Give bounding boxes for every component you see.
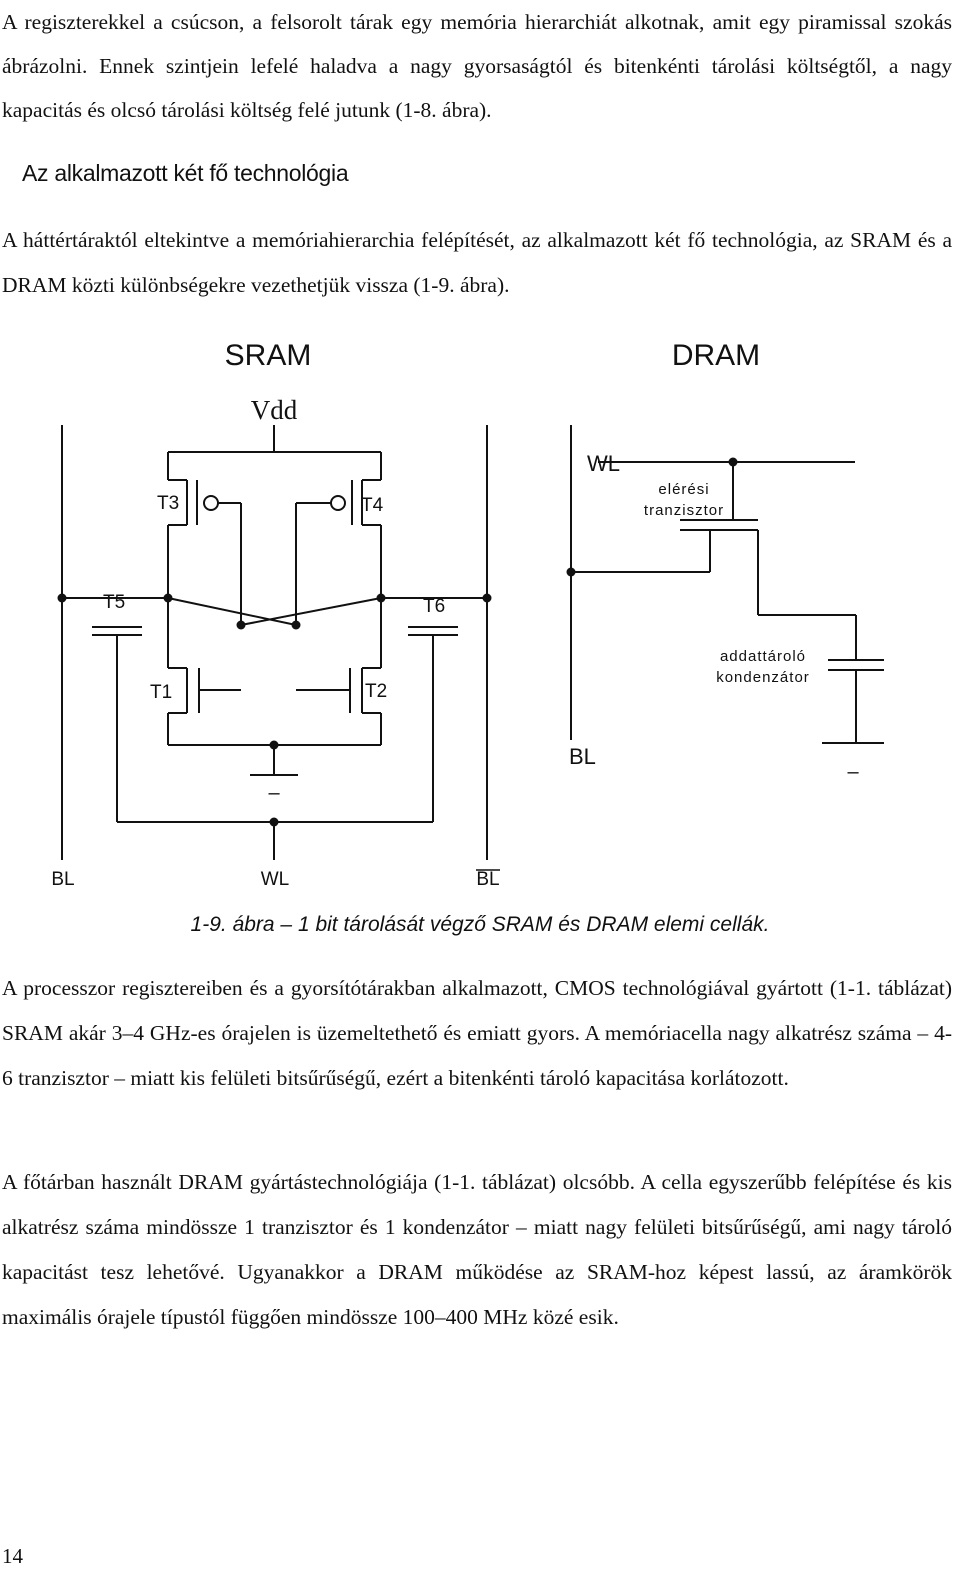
capacitor-label-2: kondenzátor: [716, 669, 810, 686]
t1-label: T1: [150, 682, 172, 703]
dram-wl-label: WL: [587, 451, 620, 476]
sram-dram-cell-figure: SRAM DRAM Vdd T3 T4 T5 T6 T1 T2 – BL WL …: [51, 339, 884, 890]
figure-caption: 1-9. ábra – 1 bit tárolását végző SRAM é…: [190, 913, 770, 936]
sram-bl-right-label: BL: [476, 869, 499, 890]
t6-label: T6: [423, 596, 445, 617]
t4-label: T4: [361, 495, 384, 516]
dram-junction-dots: [566, 457, 738, 577]
t3-label: T3: [157, 493, 179, 514]
capacitor-label-1: addattároló: [720, 648, 806, 665]
dram-bl-label: BL: [569, 744, 596, 769]
dram-paragraph: A főtárban használt DRAM gyártástechnoló…: [2, 1170, 952, 1329]
access-transistor-label-1: elérési: [658, 481, 709, 498]
sram-wl-label: WL: [261, 869, 290, 890]
sram-paragraph: A processzor regisztereiben és a gyorsít…: [2, 976, 952, 1090]
sram-title: SRAM: [225, 339, 312, 372]
section-heading: Az alkalmazott két fő technológia: [22, 160, 349, 186]
sram-junction-dots: [57, 593, 492, 827]
sram-ground-minus: –: [268, 782, 280, 804]
dram-ground-minus: –: [847, 761, 859, 783]
t2-label: T2: [365, 681, 387, 702]
access-transistor-label-2: tranzisztor: [644, 502, 724, 519]
page-number: 14: [2, 1544, 23, 1568]
sram-bl-left-label: BL: [51, 869, 74, 890]
t5-label: T5: [103, 592, 125, 613]
technology-paragraph: A háttértáraktól eltekintve a memóriahie…: [2, 228, 952, 297]
intro-paragraph: A regiszterekkel a csúcson, a felsorolt …: [2, 10, 952, 122]
vdd-label: Vdd: [251, 395, 298, 425]
dram-circuit: [570, 425, 884, 744]
dram-title: DRAM: [672, 339, 760, 372]
